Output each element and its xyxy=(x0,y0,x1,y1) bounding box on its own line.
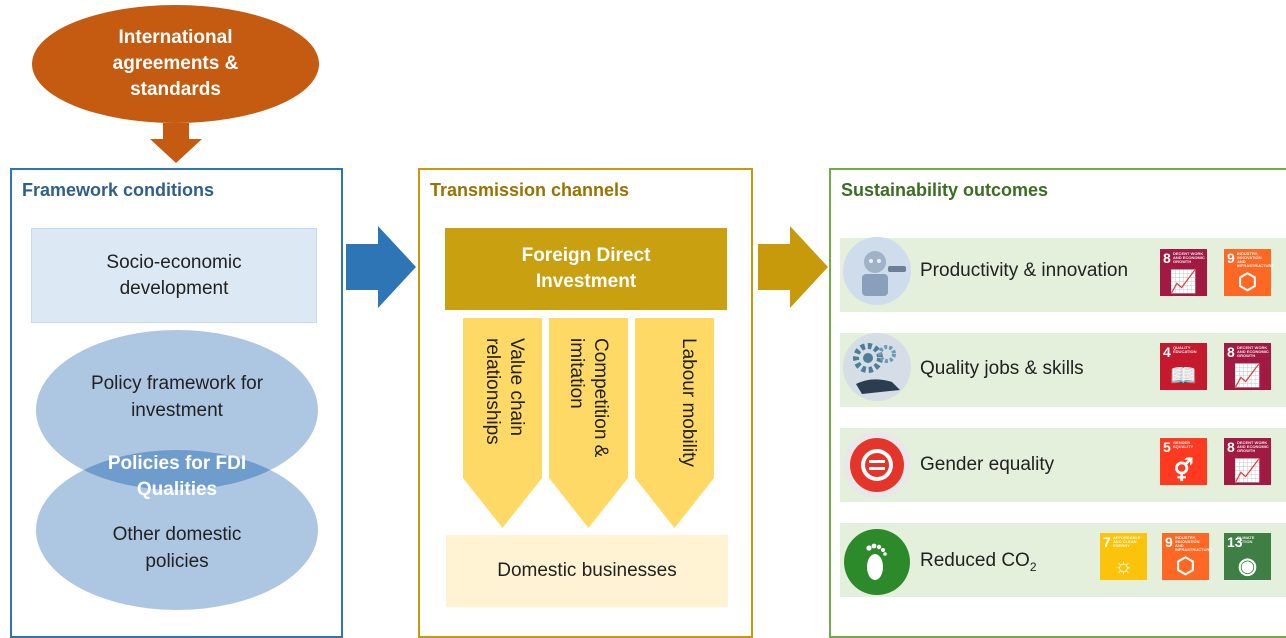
outcome-row-jobs xyxy=(840,333,1286,407)
robot-hand-icon xyxy=(843,237,911,305)
gears-hand-icon xyxy=(843,333,911,401)
policies-fdi-label: Policies for FDI Qualities xyxy=(107,453,247,500)
other-policies-label: Other domestic policies xyxy=(112,524,242,572)
outcome-co2-text: Reduced CO xyxy=(920,550,1030,571)
outcome-co2-subscript: 2 xyxy=(1029,559,1037,574)
outcome-jobs-label: Quality jobs & skills xyxy=(920,358,1084,379)
fdi-box: Foreign Direct Investment xyxy=(445,228,727,310)
channel-arrow-value-chain xyxy=(463,318,542,528)
channel-value-chain-label: Value chain relationships xyxy=(482,338,527,445)
framework-conditions-title: Framework conditions xyxy=(22,180,215,200)
socio-economic-label: Socio-economic development xyxy=(106,251,242,299)
channel-arrow-labour xyxy=(635,318,714,528)
right-arrow-icon xyxy=(346,226,416,308)
footprint-icon xyxy=(844,529,910,595)
international-agreements-label: International agreements & standards xyxy=(112,27,239,100)
transmission-channels-title: Transmission channels xyxy=(430,180,630,200)
channel-arrows xyxy=(463,318,714,528)
international-agreements-node: International agreements & standards xyxy=(32,5,319,123)
policy-venn-diagram xyxy=(36,330,318,610)
equality-ring-icon xyxy=(843,431,911,499)
sustainability-outcomes-title: Sustainability outcomes xyxy=(841,180,1049,200)
outcome-gender-label: Gender equality xyxy=(920,454,1055,475)
outcome-row-productivity xyxy=(840,238,1286,312)
channel-labour-label: Labour mobility xyxy=(678,338,699,467)
right-arrow-icon-2 xyxy=(758,226,828,308)
channel-competition-label: Competition & imitation xyxy=(566,338,611,458)
socio-economic-box: Socio-economic development xyxy=(31,228,317,323)
outcome-row-co2 xyxy=(840,523,1286,597)
fdi-label: Foreign Direct Investment xyxy=(521,245,651,292)
outcome-productivity-label: Productivity & innovation xyxy=(920,260,1129,281)
down-arrow-icon xyxy=(150,123,202,163)
domestic-businesses-label: Domestic businesses xyxy=(497,560,677,581)
outcome-row-gender xyxy=(840,428,1286,502)
policy-framework-label: Policy framework for investment xyxy=(90,373,264,421)
domestic-businesses-box: Domestic businesses xyxy=(446,535,728,607)
outcome-co2-label: Reduced CO2 xyxy=(920,550,1037,574)
channel-arrow-competition xyxy=(549,318,628,528)
